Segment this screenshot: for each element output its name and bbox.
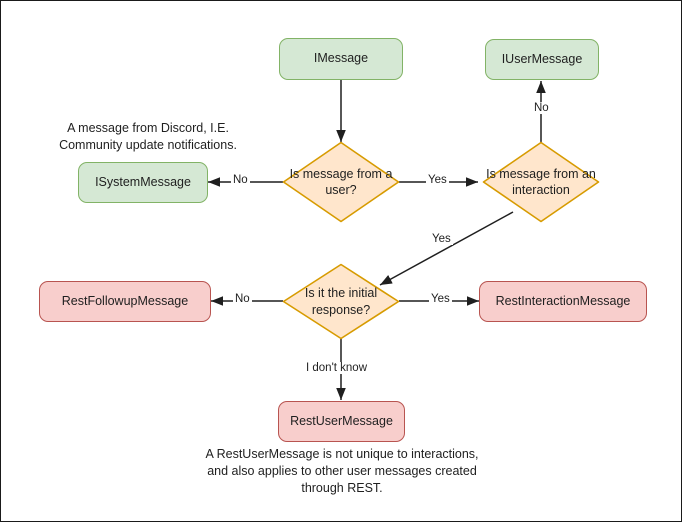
node-restusermessage-label: RestUserMessage (290, 413, 393, 428)
decision-interaction-label: Is message from an interaction (486, 166, 596, 197)
edge-label-user-no: No (231, 174, 250, 186)
decision-interaction-shape (482, 141, 600, 223)
edge-label-interaction-no: No (532, 102, 551, 114)
decision-user-label: Is message from a user? (289, 166, 393, 197)
node-restfollowupmessage-label: RestFollowupMessage (61, 293, 189, 308)
annotation-system-message-note: A message from Discord, I.E. Community u… (59, 121, 237, 152)
decision-user-shape (282, 141, 400, 223)
node-imessage-label: IMessage (313, 51, 369, 66)
node-decision-initial[interactable]: Is it the initial response? (282, 263, 400, 340)
node-restusermessage[interactable]: RestUserMessage (278, 401, 405, 442)
node-restinteractionmessage-label: RestInteractionMessage (495, 293, 631, 308)
node-restinteractionmessage[interactable]: RestInteractionMessage (479, 281, 647, 322)
node-iusermessage-label: IUserMessage (501, 51, 583, 66)
annotation-rest-user-message-note: A RestUserMessage is not unique to inter… (205, 447, 479, 495)
edge-label-user-yes: Yes (426, 174, 449, 186)
node-iusermessage[interactable]: IUserMessage (485, 39, 599, 80)
node-isystemmessage[interactable]: ISystemMessage (78, 162, 208, 203)
node-isystemmessage-label: ISystemMessage (95, 174, 191, 189)
node-imessage[interactable]: IMessage (279, 38, 403, 80)
edge-label-initial-yes: Yes (429, 293, 452, 305)
edge-label-initial-no: No (233, 293, 252, 305)
node-decision-interaction[interactable]: Is message from an interaction (482, 141, 600, 223)
node-decision-user[interactable]: Is message from a user? (282, 141, 400, 223)
node-restfollowupmessage[interactable]: RestFollowupMessage (39, 281, 211, 322)
edge-label-initial-unknown: I don't know (304, 362, 370, 374)
decision-initial-label: Is it the initial response? (304, 286, 378, 317)
edge-label-interaction-yes: Yes (430, 233, 453, 245)
